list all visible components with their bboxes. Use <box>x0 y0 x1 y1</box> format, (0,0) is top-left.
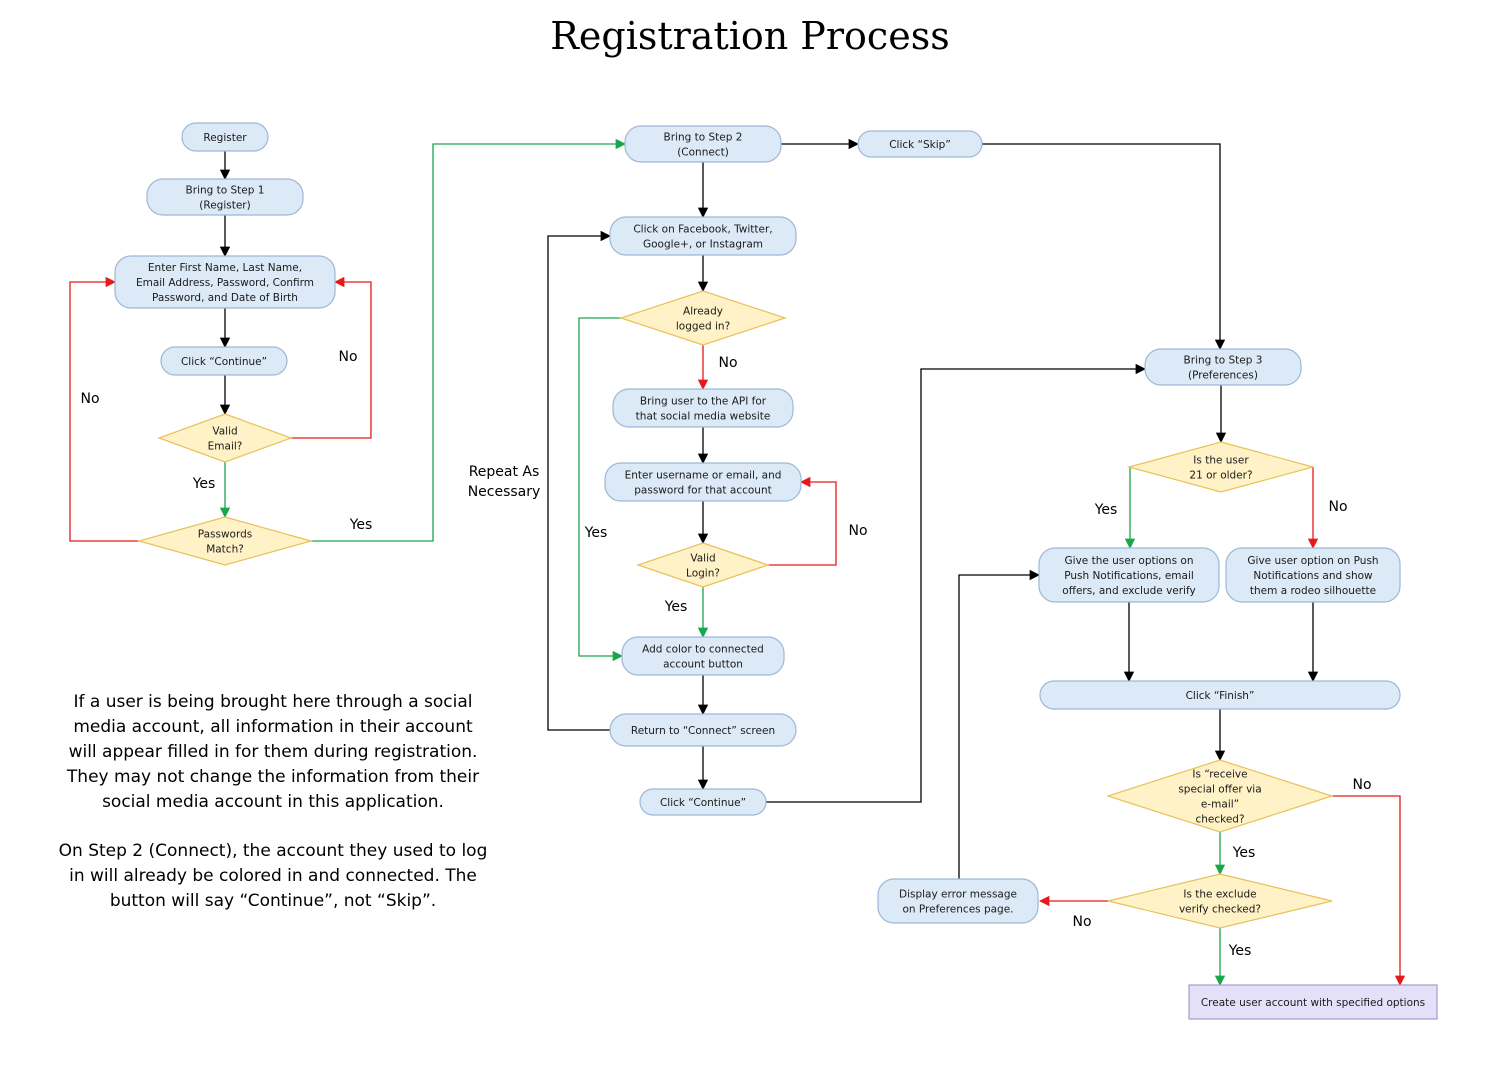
connector-valid-email-to-enter-info <box>291 276 372 439</box>
process-continue2: Click “Continue” <box>639 788 767 816</box>
edge-label-no: No <box>80 391 99 407</box>
svg-text:Click “Skip”: Click “Skip” <box>889 139 951 151</box>
edge-label-no: No <box>1328 499 1347 515</box>
edge-label-no: No <box>718 355 737 371</box>
edge-label-no: No <box>1072 914 1091 930</box>
svg-text:Click “Continue”: Click “Continue” <box>181 356 267 368</box>
explanatory-note: If a user is being brought here through … <box>58 690 488 938</box>
process-enter-info: Enter First Name, Last Name,Email Addres… <box>114 255 336 309</box>
svg-text:Click “Finish”: Click “Finish” <box>1186 690 1255 702</box>
connector-continue2-to-step3 <box>766 363 1147 803</box>
connector-valid-login-to-enter-login <box>768 476 837 566</box>
process-click-social: Click on Facebook, Twitter,Google+, or I… <box>609 216 797 256</box>
process-step2: Bring to Step 2(Connect) <box>624 125 782 163</box>
page-title: Registration Process <box>550 14 950 58</box>
svg-text:Bring to Step 3(Preferences): Bring to Step 3(Preferences) <box>1184 355 1263 382</box>
process-continue1: Click “Continue” <box>160 346 288 376</box>
connector-pw-match-to-step2 <box>311 138 627 542</box>
edge-label-yes: Yes <box>1228 943 1252 959</box>
process-create-account: Create user account with specified optio… <box>1188 984 1438 1020</box>
connector-return-connect-to-click-social <box>547 230 612 731</box>
edge-label-no: No <box>1352 777 1371 793</box>
connector-skip-to-step3 <box>982 143 1226 351</box>
edge-label-yes: Yes <box>192 476 216 492</box>
svg-text:Click “Continue”: Click “Continue” <box>660 797 746 809</box>
process-register: Register <box>181 122 269 152</box>
note-paragraph-social-media: If a user is being brought here through … <box>66 692 480 812</box>
svg-text:Bring to Step 2(Connect): Bring to Step 2(Connect) <box>664 132 743 159</box>
edge-label-yes: Yes <box>1094 502 1118 518</box>
svg-text:Click on Facebook, Twitter,Goo: Click on Facebook, Twitter,Google+, or I… <box>633 224 772 251</box>
edge-label-no: No <box>338 349 357 365</box>
svg-text:Return to “Connect” screen: Return to “Connect” screen <box>631 725 775 737</box>
edge-label-yes: Yes <box>1232 845 1256 861</box>
connector-pw-match-to-enter-info <box>69 276 139 542</box>
process-step1: Bring to Step 1(Register) <box>146 178 304 216</box>
process-skip: Click “Skip” <box>857 130 983 158</box>
connector-logged-in-to-add-color <box>578 317 624 662</box>
svg-text:Create user account with speci: Create user account with specified optio… <box>1201 997 1425 1009</box>
edge-label-yes: Yes <box>349 517 373 533</box>
process-return-connect: Return to “Connect” screen <box>609 713 797 747</box>
svg-text:Register: Register <box>203 132 247 144</box>
edge-label-no: No <box>848 523 867 539</box>
connector-error-msg-to-options-yes <box>958 569 1041 879</box>
edge-label-yes: Yes <box>584 525 608 541</box>
note-paragraph-step2: On Step 2 (Connect), the account they us… <box>58 841 488 911</box>
svg-text:Enter First Name, Last Name,Em: Enter First Name, Last Name,Email Addres… <box>136 262 314 304</box>
edge-label-yes: Yes <box>664 599 688 615</box>
connector-special-offer-to-create-account <box>1332 795 1406 987</box>
process-finish: Click “Finish” <box>1039 680 1401 710</box>
process-step3: Bring to Step 3(Preferences) <box>1144 348 1302 386</box>
svg-text:Bring to Step 1(Register): Bring to Step 1(Register) <box>186 185 265 212</box>
